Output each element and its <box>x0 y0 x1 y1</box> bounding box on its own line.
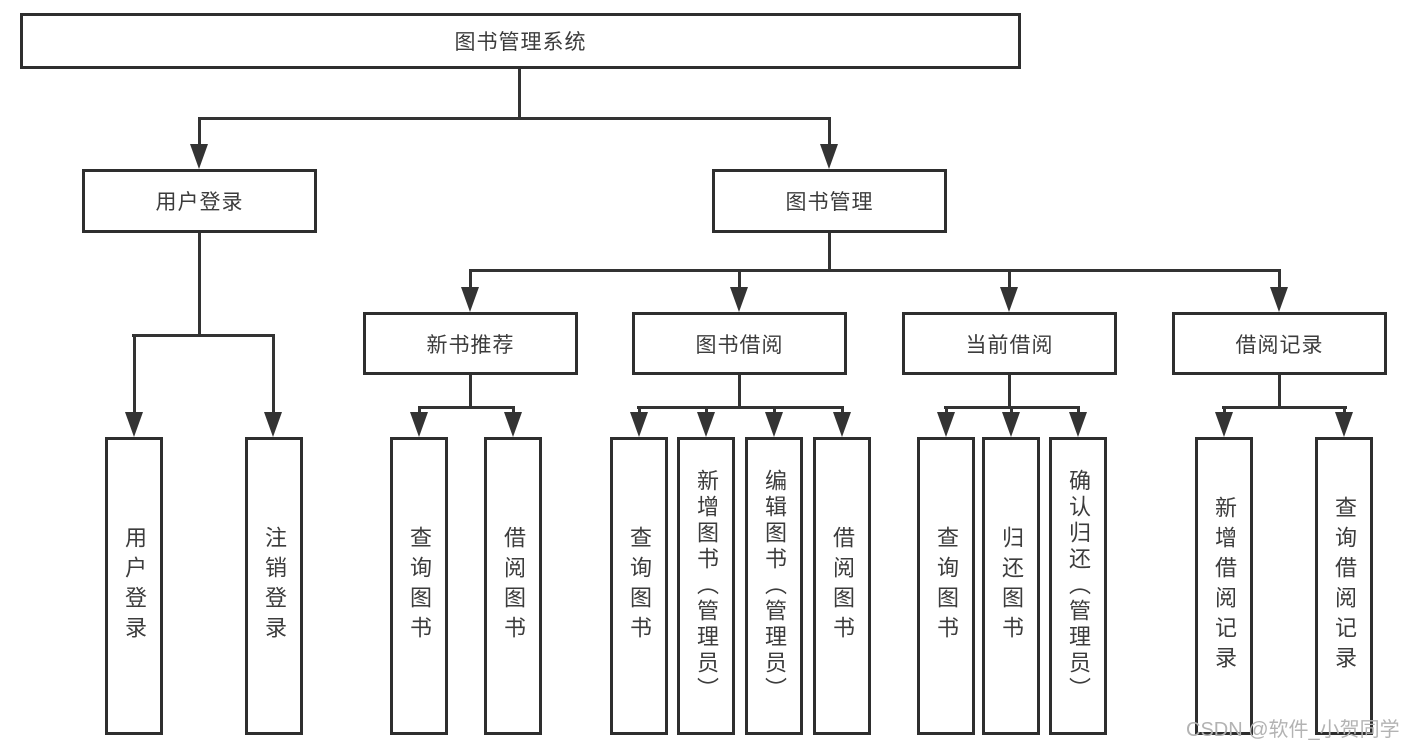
node-user-login-action: 用户登录 <box>105 437 163 735</box>
connector-line <box>1223 406 1226 416</box>
node-query-borrow-record: 查询借阅记录 <box>1315 437 1373 735</box>
arrowhead-icon <box>765 412 783 437</box>
connector-line <box>638 406 641 416</box>
node-label: 新增借阅记录 <box>1212 496 1237 676</box>
connector-line <box>1278 375 1281 408</box>
arrowhead-icon <box>820 144 838 169</box>
connector-line <box>198 117 201 149</box>
node-query-books-1: 查询图书 <box>390 437 448 735</box>
arrowhead-icon <box>264 412 282 437</box>
arrowhead-icon <box>937 412 955 437</box>
node-label: 图书管理 <box>785 191 874 214</box>
connector-line <box>133 334 136 412</box>
node-new-book-recommend: 新书推荐 <box>363 312 578 375</box>
connector-line <box>418 406 515 409</box>
node-label: 借阅记录 <box>1235 333 1324 357</box>
connector-line <box>1008 375 1011 408</box>
node-query-books-2: 查询图书 <box>610 437 668 735</box>
node-edit-books-admin: 编辑图书（管理员） <box>745 437 803 735</box>
arrowhead-icon <box>1069 412 1087 437</box>
node-confirm-return-admin: 确认归还（管理员） <box>1049 437 1107 735</box>
arrowhead-icon <box>461 287 479 312</box>
node-label: 新书推荐 <box>426 333 515 357</box>
connector-line <box>1010 406 1013 416</box>
arrowhead-icon <box>125 412 143 437</box>
node-label: 注销登录 <box>262 526 287 646</box>
node-label: 查询图书 <box>934 526 959 646</box>
connector-line <box>841 406 844 416</box>
csdn-watermark: CSDN @软件_小贺同学 <box>1186 719 1400 741</box>
arrowhead-icon <box>630 412 648 437</box>
node-book-borrow: 图书借阅 <box>632 312 847 375</box>
arrowhead-icon <box>833 412 851 437</box>
node-label: 图书借阅 <box>695 333 784 357</box>
node-borrow-records: 借阅记录 <box>1172 312 1387 375</box>
node-logout: 注销登录 <box>245 437 303 735</box>
connector-line <box>198 117 831 120</box>
connector-line <box>469 375 472 408</box>
node-library-system: 图书管理系统 <box>20 13 1021 69</box>
connector-line <box>512 406 515 416</box>
connector-line <box>518 69 521 119</box>
node-label: 图书管理系统 <box>454 31 587 54</box>
connector-line <box>418 406 421 416</box>
node-label: 用户登录 <box>122 526 147 646</box>
node-borrow-books-2: 借阅图书 <box>813 437 871 735</box>
connector-line <box>132 334 275 337</box>
node-label: 用户登录 <box>155 191 244 214</box>
connector-line <box>828 233 831 272</box>
connector-line <box>1343 406 1346 416</box>
connector-line <box>1278 269 1281 290</box>
node-current-borrow: 当前借阅 <box>902 312 1117 375</box>
arrowhead-icon <box>1270 287 1288 312</box>
node-label: 确认归还（管理员） <box>1066 469 1091 703</box>
arrowhead-icon <box>504 412 522 437</box>
node-label: 归还图书 <box>999 526 1024 646</box>
connector-line <box>773 406 776 416</box>
connector-line <box>637 406 844 409</box>
connector-line <box>705 406 708 416</box>
arrowhead-icon <box>730 287 748 312</box>
node-label: 当前借阅 <box>965 333 1054 357</box>
arrowhead-icon <box>1215 412 1233 437</box>
node-user-login: 用户登录 <box>82 169 317 233</box>
arrowhead-icon <box>1335 412 1353 437</box>
connector-line <box>828 117 831 149</box>
connector-line <box>1222 406 1347 409</box>
node-label: 编辑图书（管理员） <box>762 469 787 703</box>
node-add-books-admin: 新增图书（管理员） <box>677 437 735 735</box>
connector-line <box>272 334 275 412</box>
arrowhead-icon <box>697 412 715 437</box>
connector-line <box>469 269 472 290</box>
node-label: 查询图书 <box>407 526 432 646</box>
node-label: 借阅图书 <box>501 526 526 646</box>
arrowhead-icon <box>1002 412 1020 437</box>
connector-line <box>1077 406 1080 416</box>
connector-line <box>738 269 741 290</box>
node-return-books: 归还图书 <box>982 437 1040 735</box>
arrowhead-icon <box>410 412 428 437</box>
connector-line <box>945 406 948 416</box>
node-book-management: 图书管理 <box>712 169 947 233</box>
connector-line <box>469 269 1281 272</box>
arrowhead-icon <box>190 144 208 169</box>
node-label: 借阅图书 <box>830 526 855 646</box>
connector-line <box>1008 269 1011 290</box>
node-label: 查询借阅记录 <box>1332 496 1357 676</box>
node-borrow-books-1: 借阅图书 <box>484 437 542 735</box>
node-query-books-3: 查询图书 <box>917 437 975 735</box>
node-add-borrow-record: 新增借阅记录 <box>1195 437 1253 735</box>
arrowhead-icon <box>1000 287 1018 312</box>
connector-line <box>738 375 741 408</box>
node-label: 查询图书 <box>627 526 652 646</box>
node-label: 新增图书（管理员） <box>694 469 719 703</box>
connector-line <box>198 233 201 336</box>
